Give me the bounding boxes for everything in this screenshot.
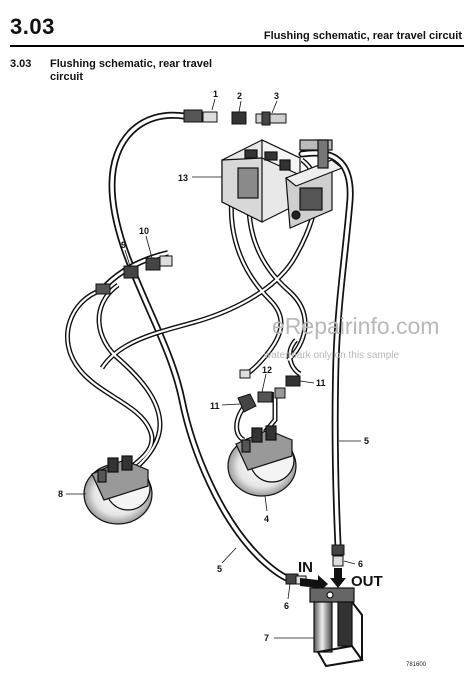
callout-4: 4 <box>264 514 269 524</box>
pump-13 <box>221 139 344 229</box>
callout-6-left: 6 <box>284 601 289 611</box>
callout-9: 9 <box>121 240 126 250</box>
hose-main-right <box>298 149 354 549</box>
callout-2: 2 <box>237 91 242 101</box>
motor-4 <box>227 425 297 497</box>
watermark-site: eRepairinfo.com <box>272 313 440 339</box>
callout-3: 3 <box>274 91 279 101</box>
callout-13: 13 <box>178 173 188 183</box>
callout-1: 1 <box>213 89 218 99</box>
fittings-9-10 <box>95 255 173 295</box>
callout-12: 12 <box>262 365 272 375</box>
callout-5-right: 5 <box>364 436 369 446</box>
fittings-11-12 <box>237 369 301 413</box>
section-heading: 3.03 Flushing schematic, rear travel circ… <box>10 58 250 84</box>
page-header-title: Flushing schematic, rear travel circuit <box>263 30 462 42</box>
callout-8: 8 <box>58 489 63 499</box>
flow-label-out: OUT <box>351 573 383 590</box>
flow-label-in: IN <box>298 559 313 576</box>
section-heading-line1: Flushing schematic, rear travel <box>50 58 213 70</box>
hose-main-left <box>108 111 296 584</box>
figure-code: 781600 <box>406 662 427 668</box>
fittings-top-row <box>183 109 287 126</box>
section-heading-number: 3.03 <box>10 58 32 70</box>
motor-8 <box>83 455 153 525</box>
section-number: 3.03 <box>10 14 55 39</box>
callout-11-left: 11 <box>210 401 220 411</box>
section-heading-line2: circuit <box>50 71 84 83</box>
callout-11-right: 11 <box>316 378 326 388</box>
callout-5-left: 5 <box>217 564 222 574</box>
leader-lines <box>66 98 361 639</box>
callout-10: 10 <box>139 226 149 236</box>
header-rule <box>10 45 464 47</box>
filter-7 <box>309 587 364 668</box>
callout-7: 7 <box>264 633 269 643</box>
callout-6-right: 6 <box>358 559 363 569</box>
watermark-note: watermark only on this sample <box>264 350 400 361</box>
